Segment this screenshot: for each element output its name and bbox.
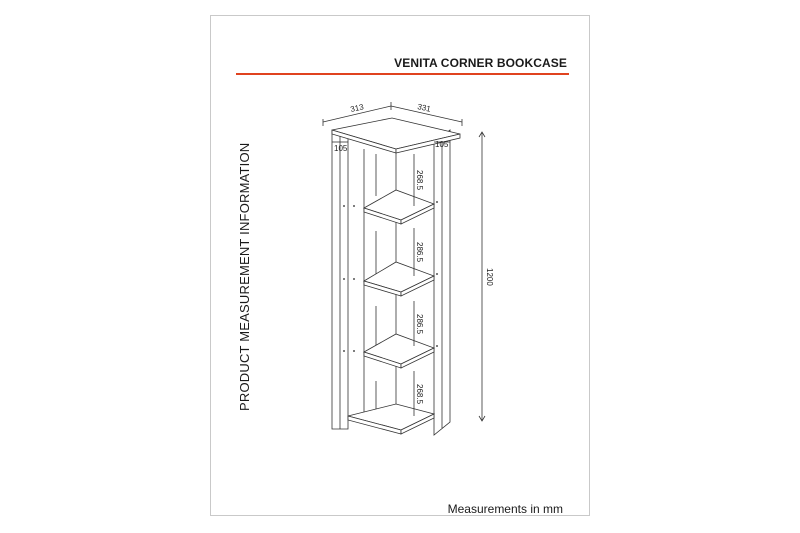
title-underline [236,73,569,75]
dim-gap-2: 286.5 [415,242,424,263]
product-sheet: 313 331 105 105 1200 268.5 286.5 286.5 2… [210,15,590,516]
bookcase-drawing: 313 331 105 105 1200 268.5 286.5 286.5 2… [322,102,494,436]
dim-depth-left: 313 [350,102,365,114]
dim-side-left: 105 [334,144,348,153]
units-note: Measurements in mm [447,502,563,516]
dim-gap-1: 268.5 [415,170,424,191]
dim-gap-3: 286.5 [415,314,424,335]
dim-depth-right: 331 [417,102,432,114]
dim-height-total: 1200 [485,268,494,286]
side-heading: PRODUCT MEASUREMENT INFORMATION [237,142,252,411]
dim-gap-4: 268.5 [415,384,424,405]
product-title: VENITA CORNER BOOKCASE [394,56,567,70]
dim-side-right: 105 [435,140,449,149]
bottom-shelf [347,403,436,431]
